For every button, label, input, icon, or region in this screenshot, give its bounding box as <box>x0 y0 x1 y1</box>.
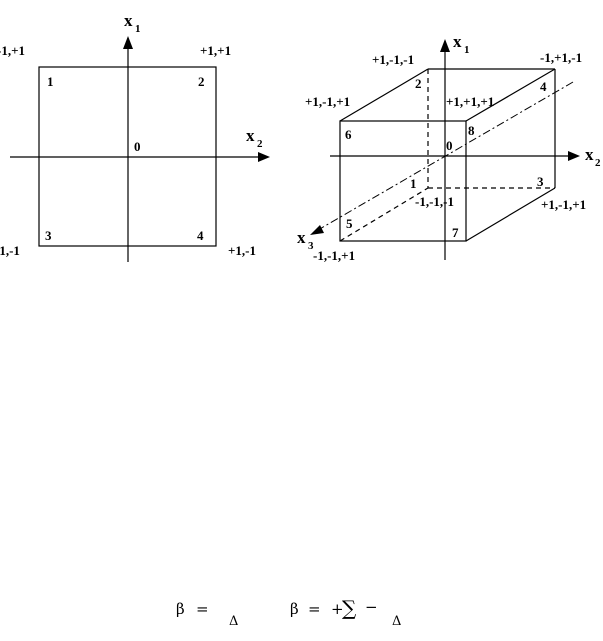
square-axis-x1-label: x <box>124 11 133 30</box>
cube-vertex-coords: +1,-1,+1 <box>541 197 586 212</box>
square-axis-x2-arrow <box>258 152 270 162</box>
cube-vertex-coords: -1,-1,+1 <box>313 248 355 263</box>
cube-axis-x1-sub: 1 <box>464 44 470 56</box>
cube-vertex-coords: -1,+1,-1 <box>540 50 582 65</box>
cube-vertex-coords: +1,-1,-1 <box>372 52 414 67</box>
cube-axis-x3-label: x <box>297 228 306 247</box>
cube-vertex-coords: +1,-1,+1 <box>305 94 350 109</box>
square-corner-num: 1 <box>47 74 54 89</box>
square-corner-num: 3 <box>45 228 52 243</box>
square-axis-x1-arrow <box>123 36 133 49</box>
cube-vertex-num: 8 <box>468 123 475 138</box>
cube-axis-x1-label: x <box>453 32 462 51</box>
cube-axis-x3 <box>317 81 574 231</box>
square-corner-num: 2 <box>198 74 205 89</box>
cube-vertex-coords: -1,-1,-1 <box>415 194 454 209</box>
square-corner-coords: +1,+1 <box>200 43 231 58</box>
cube-depth-edge <box>339 68 429 122</box>
cube-origin-label: 0 <box>446 138 453 153</box>
cube-hidden-edge <box>339 187 429 242</box>
cube-vertex-num: 5 <box>346 216 353 231</box>
square-corner-coords: -1,+1 <box>0 43 25 58</box>
cube-depth-edge <box>465 187 556 242</box>
formula-beta: β <box>290 600 299 618</box>
formula-delta: Δ <box>392 614 402 629</box>
formula-equals: = <box>196 600 209 618</box>
formula-equals: = <box>308 600 321 618</box>
cube-vertex-num: 3 <box>537 174 544 189</box>
cube-depth-edge <box>465 68 556 122</box>
square-corner-coords: +1,-1 <box>228 243 256 258</box>
cube-front-face <box>339 120 467 242</box>
formula-line: β = Δ β = + ∑ − Δ <box>0 596 603 638</box>
cube-axis-x2-label: x <box>585 145 594 164</box>
square-axis-x2-label: x <box>246 126 255 145</box>
square-corner-coords: -1,-1 <box>0 243 20 258</box>
cube-design: x 1 x 2 x 3 0 1 2 3 4 5 6 7 8 -1,-1,-1 +… <box>297 32 601 263</box>
square-design: x 1 x 2 0 1 -1,+1 2 +1,+1 3 -1,-1 4 +1,-… <box>0 11 270 262</box>
cube-axis-x3-arrow <box>310 225 324 235</box>
square-axis-x1-sub: 1 <box>135 23 141 35</box>
cube-vertex-num: 2 <box>415 76 422 91</box>
cube-vertex-coords: +1,+1,+1 <box>446 94 494 109</box>
cube-axis-x2-arrow <box>568 151 580 161</box>
formula-delta: Δ <box>229 614 239 629</box>
cube-vertex-num: 6 <box>345 127 352 142</box>
cube-axis-x3-sub: 3 <box>308 240 314 252</box>
cube-vertex-num: 7 <box>452 225 459 240</box>
formula-plus: + <box>331 600 344 618</box>
formula-beta: β <box>176 600 185 618</box>
cube-axis-x2-sub: 2 <box>595 157 601 169</box>
square-origin-label: 0 <box>134 139 141 154</box>
formula-sigma: ∑ <box>342 596 357 620</box>
cube-vertex-num: 1 <box>410 176 417 191</box>
cube-axis-x1-arrow <box>440 39 450 52</box>
square-axis-x2-sub: 2 <box>257 138 263 150</box>
cube-vertex-num: 4 <box>540 79 547 94</box>
square-corner-num: 4 <box>197 228 204 243</box>
formula-minus: − <box>365 598 378 616</box>
